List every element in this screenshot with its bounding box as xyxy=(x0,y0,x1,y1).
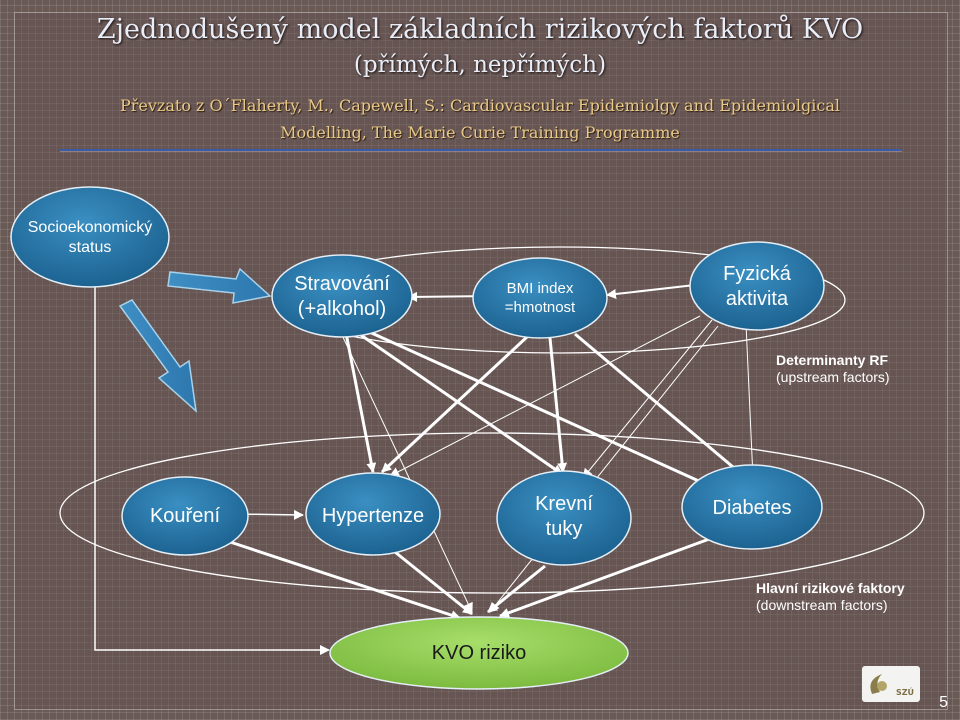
activity-to-lipids-arrow xyxy=(582,319,713,479)
node-diabetes xyxy=(681,464,823,550)
node-cvd xyxy=(329,616,629,690)
label-lipids: Krevní tuky xyxy=(535,493,593,540)
source-citation-line2: Modelling, The Marie Curie Training Prog… xyxy=(280,123,680,142)
hypertension-to-cvd-arrow xyxy=(394,550,473,616)
bmi-to-diabetes-arrow xyxy=(574,332,753,485)
downstream-note: Hlavní rizikové faktory (downstream fact… xyxy=(756,580,905,614)
label-smoking: Kouření xyxy=(149,504,221,527)
upstream-note-subtitle: (upstream factors) xyxy=(776,369,890,385)
label-cvd: KVO riziko xyxy=(431,641,527,664)
label-activity: Fyzická aktivita xyxy=(723,263,791,310)
node-activity xyxy=(689,241,825,331)
node-socio xyxy=(10,186,170,288)
node-diet xyxy=(271,254,413,338)
node-bmi xyxy=(472,257,608,339)
title-divider xyxy=(60,149,902,151)
activity-to-cvd-arrow xyxy=(489,325,719,613)
downstream-note-subtitle: (downstream factors) xyxy=(756,597,888,613)
node-hypertension xyxy=(305,472,441,556)
upstream-note: Determinanty RF (upstream factors) xyxy=(776,352,890,386)
diet-to-diabetes-arrow xyxy=(364,328,713,489)
institute-logo: SZÚ xyxy=(862,666,920,702)
socio-to-downstream-block-arrow xyxy=(118,299,198,413)
label-socio: Socioekonomický status xyxy=(27,219,153,256)
logo-text: SZÚ xyxy=(895,688,914,697)
slide-title: Zjednodušený model základních rizikových… xyxy=(96,14,864,45)
diet-to-hypertension-arrow xyxy=(344,332,377,473)
activity-to-diabetes-arrow xyxy=(745,323,758,479)
smoking-to-cvd-arrow xyxy=(214,535,461,620)
label-bmi: BMI index =hmotnost xyxy=(504,280,576,316)
label-diet: Stravování (+alkohol) xyxy=(294,273,390,320)
page-number: 5 xyxy=(939,694,948,711)
lipids-to-cvd-arrow xyxy=(487,564,546,614)
downstream-note-title: Hlavní rizikové faktory xyxy=(756,580,905,596)
source-citation-line1: Převzato z O´Flaherty, M., Capewell, S.:… xyxy=(120,96,840,115)
node-lipids xyxy=(496,470,632,566)
bmi-to-lipids-arrow xyxy=(548,337,568,473)
diet-to-cvd-arrow xyxy=(341,334,473,613)
node-smoking xyxy=(121,476,249,556)
downstream-group-outline xyxy=(59,432,925,594)
socio-to-cvd-line xyxy=(94,282,330,655)
activity-to-hypertension-arrow xyxy=(389,315,701,477)
logo-mark-icon xyxy=(870,674,887,694)
label-diabetes: Diabetes xyxy=(712,496,792,519)
slide-subtitle: (přímých, nepřímých) xyxy=(353,52,607,78)
bmi-to-hypertension-arrow xyxy=(380,334,530,474)
activity-to-bmi-arrow xyxy=(606,284,696,299)
socio-to-diet-block-arrow xyxy=(167,267,272,304)
label-hypertension: Hypertenze xyxy=(321,504,425,527)
upstream-note-title: Determinanty RF xyxy=(776,352,889,368)
diabetes-to-cvd-arrow xyxy=(499,536,713,618)
